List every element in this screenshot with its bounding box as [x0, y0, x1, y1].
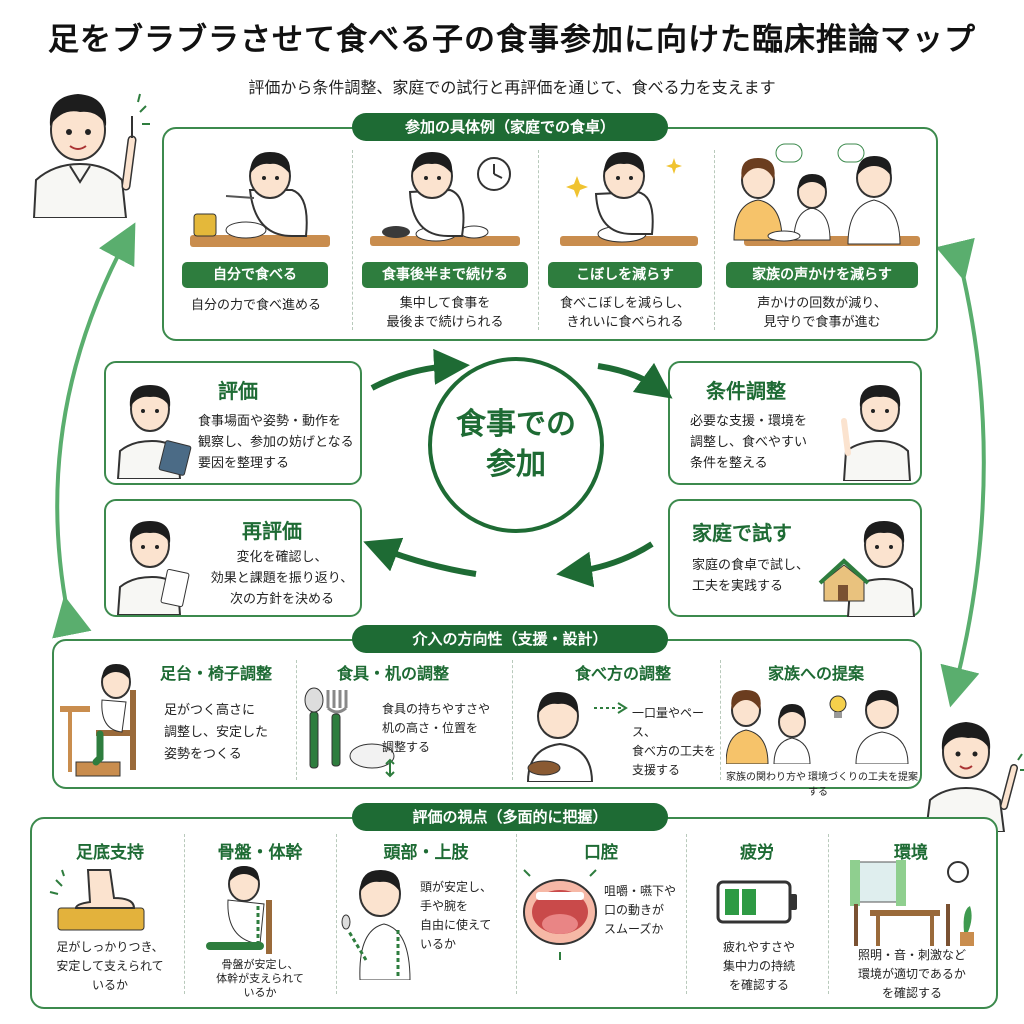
- participation-desc-continue: 集中して食事を 最後まで続けられる: [386, 296, 504, 330]
- intervention-text-utensils: 食具の持ちやすさや 机の高さ・位置を 調整する: [382, 702, 491, 754]
- clipboard-person-icon: [116, 385, 192, 479]
- center-label: 食事での 参加: [456, 407, 576, 482]
- page-title: 足をブラブラさせて食べる子の食事参加に向けた臨床推論マップ: [48, 22, 976, 58]
- intervention-text-footrest: 足がつく高さに 調整し、安定した 姿勢をつくる: [164, 703, 269, 762]
- open-mouth-icon: [523, 869, 597, 960]
- participation-desc-less-spill: 食べこぼしを減らし、 きれいに食べられる: [559, 296, 690, 330]
- participation-label-continue: 食事後半まで続ける: [362, 262, 528, 288]
- divider: [184, 834, 185, 994]
- family-suggestion-icon: [726, 690, 909, 764]
- spoon-fork-bowl-icon: [304, 687, 395, 778]
- divider: [336, 834, 337, 994]
- divider: [352, 150, 353, 330]
- participation-desc-less-prompting: 声かけの回数が減り、 見守りで食事が進む: [757, 296, 887, 330]
- intervention-text-family-right: 環境づくりの工夫を提案する: [808, 772, 918, 798]
- child-eating-illustration: [180, 140, 340, 255]
- re-evaluation-text: 変化を確認し、 効果と課題を振り返り、 次の方針を決める: [210, 550, 354, 607]
- intervention-title-eating: 食べ方の調整: [574, 664, 671, 683]
- divider: [516, 834, 517, 994]
- divider: [512, 660, 513, 780]
- dining-room-icon: [850, 860, 974, 946]
- clipboard-person-icon: [116, 521, 190, 615]
- adjustment-text: 必要な支援・環境を 調整し、食べやすい 条件を整える: [690, 414, 808, 471]
- battery-icon: [716, 880, 797, 924]
- adjustment-title: 条件調整: [706, 379, 786, 403]
- viewpoint-title-head: 頭部・上肢: [383, 843, 469, 863]
- viewpoints-heading: 評価の視点（多面的に把握）: [352, 803, 668, 831]
- teacher-illustration-top-left: [14, 68, 154, 218]
- seated-child-trunk-icon: [206, 866, 272, 954]
- divider: [296, 660, 297, 780]
- viewpoint-title-foot: 足底支持: [76, 843, 144, 863]
- viewpoint-text-foot: 足がしっかりつき、 安定して支えられて いるか: [56, 940, 164, 992]
- intervention-title-utensils: 食具・机の調整: [336, 664, 449, 683]
- re-evaluation-card: 再評価 変化を確認し、 効果と課題を振り返り、 次の方針を決める: [104, 499, 362, 617]
- child-on-chair-footrest-icon: [60, 664, 136, 777]
- viewpoint-title-fatigue: 疲労: [740, 843, 774, 863]
- intervention-heading: 介入の方向性（支援・設計）: [352, 625, 668, 653]
- participation-label-less-spill: こぼしを減らす: [548, 262, 702, 288]
- viewpoint-text-head: 頭が安定し、 手や腕を 自由に使えて いるか: [420, 880, 493, 951]
- home-trial-title: 家庭で試す: [692, 521, 792, 545]
- pointing-person-icon: [841, 385, 912, 481]
- intervention-title-family: 家族への提案: [767, 664, 864, 683]
- adjustment-card: 条件調整 必要な支援・環境を 調整し、食べやすい 条件を整える: [668, 361, 922, 485]
- center-participation-circle: 食事での 参加: [428, 357, 604, 533]
- foot-on-block-icon: [49, 869, 145, 931]
- home-trial-text: 家庭の食卓で試し、 工夫を実践する: [692, 558, 810, 594]
- evaluation-card: 評価 食事場面や姿勢・動作を 観察し、参加の妨げとなる 要因を整理する: [104, 361, 362, 485]
- participation-desc-self-feeding: 自分の力で食べ進める: [190, 298, 321, 313]
- viewpoints-panel: [30, 817, 998, 1009]
- intervention-title-footrest: 足台・椅子調整: [159, 664, 272, 683]
- divider: [686, 834, 687, 994]
- child-meal-clock-illustration: [366, 140, 526, 255]
- viewpoint-title-environment: 環境: [894, 843, 928, 863]
- re-evaluation-title: 再評価: [242, 519, 302, 543]
- child-eating-soup-icon: [526, 692, 594, 782]
- divider: [828, 834, 829, 994]
- evaluation-title: 評価: [218, 379, 258, 403]
- viewpoint-text-fatigue: 疲れやすさや 集中力の持続 を確認する: [722, 940, 795, 992]
- participation-label-less-prompting: 家族の声かけを減らす: [726, 262, 918, 288]
- dotted-arrow-icon: [594, 702, 628, 714]
- viewpoint-text-pelvis: 骨盤が安定し、 体幹が支えられて いるか: [216, 958, 304, 999]
- child-tidy-eating-illustration: [552, 140, 702, 255]
- participation-label-self-feeding: 自分で食べる: [182, 262, 328, 288]
- intervention-text-family-left: 家族の関わり方や: [726, 772, 806, 783]
- intervention-panel: [52, 639, 922, 789]
- page-subtitle: 評価から条件調整、家庭での試行と再評価を通じて、食べる力を支えます: [248, 78, 776, 97]
- intervention-text-eating: 一口量やペース、 食べ方の工夫を 支援する: [632, 706, 717, 777]
- divider: [538, 150, 539, 330]
- evaluation-text: 食事場面や姿勢・動作を 観察し、参加の妨げとなる 要因を整理する: [198, 414, 354, 471]
- viewpoint-title-pelvis: 骨盤・体幹: [217, 843, 303, 863]
- house-person-icon: [818, 521, 916, 617]
- divider: [720, 660, 721, 780]
- viewpoint-title-mouth: 口腔: [584, 843, 618, 863]
- child-head-arm-icon: [341, 870, 411, 980]
- participation-heading: 参加の具体例（家庭での食卓）: [352, 113, 668, 141]
- family-meal-illustration: [724, 140, 924, 255]
- viewpoint-text-mouth: 咀嚼・嚥下や 口の動きが スムーズか: [604, 884, 677, 936]
- viewpoint-text-environment: 照明・音・刺激など 環境が適切であるか を確認する: [857, 948, 966, 1000]
- divider: [714, 150, 715, 330]
- home-trial-card: 家庭で試す 家庭の食卓で試し、 工夫を実践する: [668, 499, 922, 617]
